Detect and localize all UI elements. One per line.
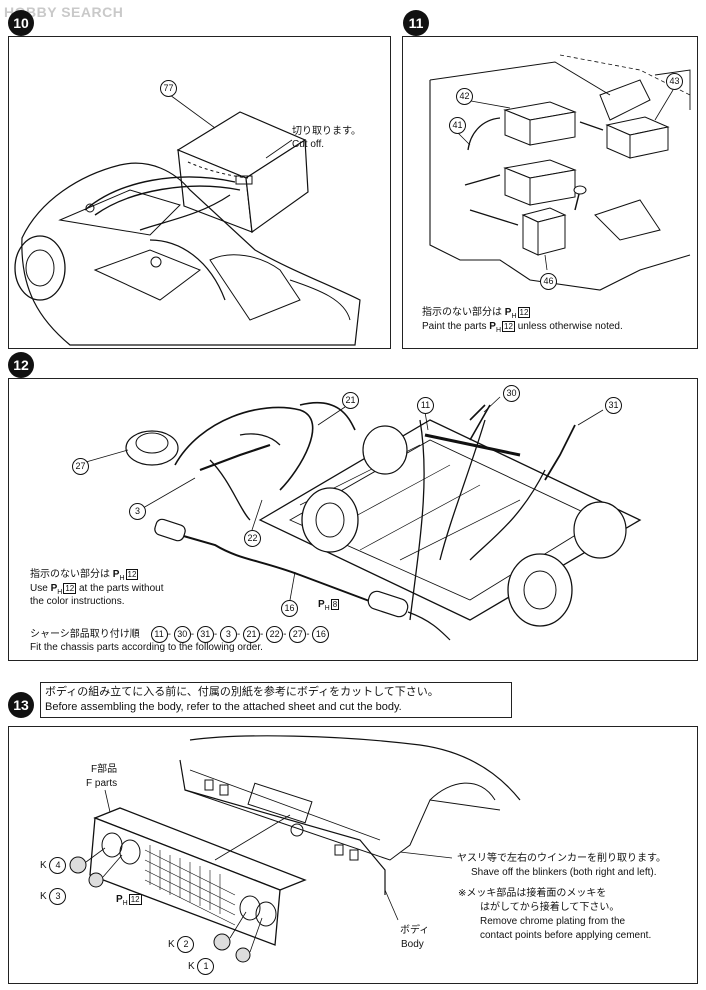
part-42-callout: 42: [456, 88, 473, 105]
step10-cut-jp: 切り取ります。: [292, 126, 361, 137]
step13-banner-en: Before assembling the body, refer to the…: [45, 701, 402, 713]
order-part-4: 3: [219, 626, 237, 643]
step13-body-jp: ボディ: [400, 925, 430, 936]
order-part-8: 16: [312, 626, 330, 643]
step12-number: 12: [8, 352, 34, 378]
watermark-text: HOBBY SEARCH: [4, 4, 124, 20]
order-part-1: 11: [150, 626, 168, 643]
part-21-callout: 21: [342, 392, 359, 409]
part-22-callout: 22: [244, 530, 261, 547]
step13-number: 13: [8, 692, 34, 718]
lens-label-k4: K 4: [40, 857, 67, 874]
step13-blinker-en: Shave off the blinkers (both right and l…: [471, 867, 657, 878]
step12-color-code: H: [119, 575, 125, 582]
step13-grille-color-code: H: [122, 900, 128, 907]
step13-fparts-en: F parts: [86, 778, 118, 789]
order-part-2: 30: [173, 626, 191, 643]
step13-chrome-en1: Remove chrome plating from the: [480, 916, 626, 927]
step13-body-en: Body: [401, 939, 424, 950]
step13-banner-jp: ボディの組み立てに入る前に、付属の別紙を参考にボディをカットして下さい。: [45, 686, 439, 698]
part-31-callout: 31: [605, 397, 622, 414]
part-41-callout: 41: [449, 117, 466, 134]
step11-color-num-en: 12: [502, 321, 515, 332]
step12-color-num: 12: [125, 569, 139, 580]
step10-number: 10: [8, 10, 34, 36]
step12-color-code-en: H: [57, 589, 63, 596]
step12-order-en: Fit the chassis parts according to the f…: [30, 642, 263, 653]
step12-order-jp: シャーシ部品取り付け順: [30, 629, 140, 640]
lens-label-k3: K 3: [40, 888, 67, 905]
step13-chrome-en2: contact points before applying cement.: [480, 930, 652, 941]
part-11-callout: 11: [417, 397, 434, 414]
step11-note-en-b: unless otherwise noted.: [517, 321, 623, 332]
order-part-7: 27: [289, 626, 307, 643]
lens-k3-num: 3: [49, 888, 67, 905]
lens-label-k1: K 1: [188, 958, 215, 975]
order-part-5: 21: [243, 626, 261, 643]
step12-note-en-c: the color instructions.: [30, 596, 125, 607]
lens-k2-num: 2: [177, 936, 195, 953]
step11-note-jp-text: 指示のない部分は: [422, 307, 502, 318]
order-part-6: 22: [266, 626, 284, 643]
part-3-callout: 3: [129, 503, 146, 520]
step12-muffler-color-num: 8: [330, 599, 340, 610]
step11-color-code-en: H: [495, 327, 501, 334]
step13-fparts-jp: F部品: [91, 764, 118, 775]
lens-k1-num: 1: [197, 958, 215, 975]
step12-muffler-color-code: H: [324, 605, 330, 612]
step13-banner: ボディの組み立てに入る前に、付属の別紙を参考にボディをカットして下さい。 Bef…: [40, 682, 512, 718]
step13-chrome-jp2: はがしてから接着して下さい。: [480, 902, 620, 913]
step12-note-en-b: at the parts without: [79, 583, 164, 594]
step11-note-en-a: Paint the parts: [422, 321, 487, 332]
watermark-logo: HOBBY SEARCH: [4, 4, 123, 20]
step10-cut-en: Cut off.: [292, 139, 325, 150]
part-43-callout: 43: [666, 73, 683, 90]
step13-blinker-jp: ヤスリ等で左右のウインカーを削り取ります。: [457, 853, 666, 864]
part-16-callout: 16: [281, 600, 298, 617]
lens-k3-letter: K: [40, 891, 47, 902]
part-30-callout: 30: [503, 385, 520, 402]
lens-k4-num: 4: [49, 857, 67, 874]
part-77-callout: 77: [160, 80, 177, 97]
step11-color-num: 12: [517, 307, 531, 318]
part-27-callout: 27: [72, 458, 89, 475]
step13-chrome-jp1: ※メッキ部品は接着面のメッキを: [458, 888, 607, 899]
step11-panel: [402, 36, 698, 349]
lens-k4-letter: K: [40, 860, 47, 871]
step12-note-jp-text: 指示のない部分は: [30, 569, 110, 580]
step12-color-num-en: 12: [63, 583, 77, 594]
step12-order-row: シャーシ部品取り付け順 11- 30- 31- 3- 21- 22- 27- 1…: [30, 626, 330, 643]
lens-label-k2: K 2: [168, 936, 195, 953]
lens-k1-letter: K: [188, 961, 195, 972]
lens-k2-letter: K: [168, 939, 175, 950]
step13-grille-color-num: 12: [128, 894, 142, 905]
step12-panel: [8, 378, 698, 661]
order-part-3: 31: [196, 626, 214, 643]
step11-color-code: H: [511, 313, 517, 320]
step10-panel: [8, 36, 391, 349]
step11-number: 11: [403, 10, 429, 36]
step12-note-en-a: Use: [30, 583, 48, 594]
part-46-callout: 46: [540, 273, 557, 290]
